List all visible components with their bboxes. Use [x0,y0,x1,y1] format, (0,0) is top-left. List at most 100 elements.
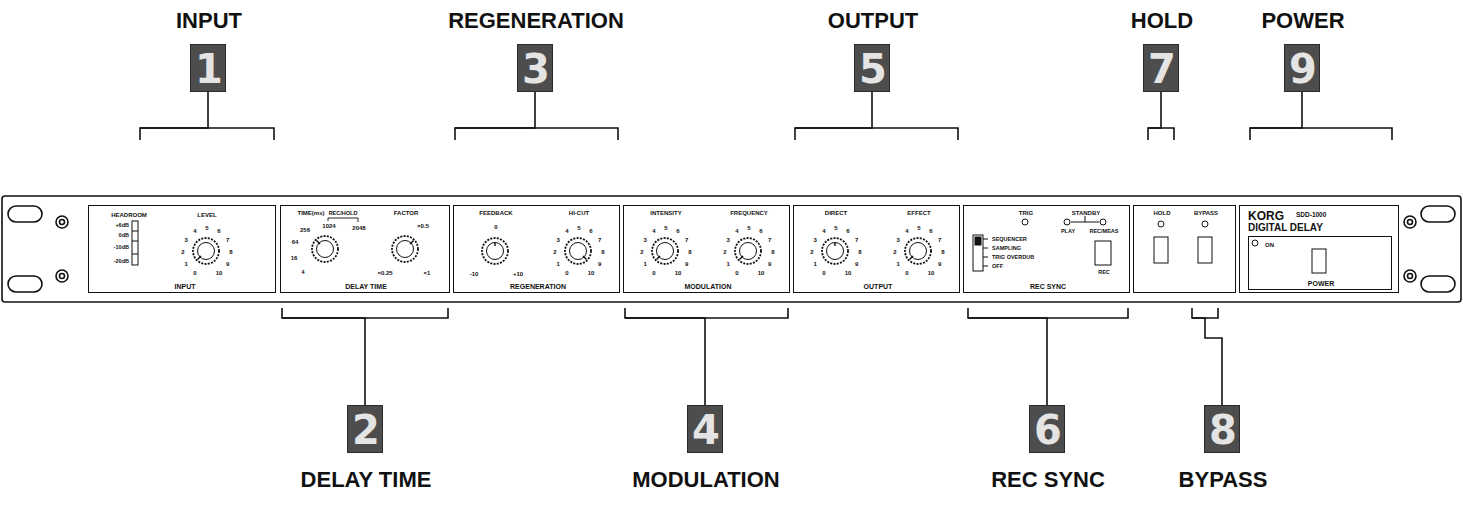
dial-number: 8 [858,249,861,255]
dial-number: 10 [675,270,682,276]
callout-bracket [140,128,1392,318]
section-caption: POWER [1308,280,1334,287]
model-name: SDD-1000 [1296,212,1326,219]
dial-number: 4 [905,228,908,234]
dial-number: 5 [664,225,667,231]
dial-number: 1 [814,261,817,267]
dial-number: 256 [300,227,310,233]
panel-section: TIME(ms)REC/HOLDFACTOR2561024204864164×0… [280,205,450,293]
dial-number: 5 [747,225,750,231]
dial-number: 2 [893,249,896,255]
control-label: DIRECT [825,210,847,216]
dial-number: 7 [598,237,601,243]
dial-number: 4 [652,228,655,234]
control-label: REC/MEAS [1089,229,1118,235]
dial-number: +10 [513,271,523,277]
leader-bracket [1148,92,1161,140]
callout-heading: HOLD [1131,10,1193,32]
dial-number: 7 [685,237,688,243]
dial-number: 0 [822,270,825,276]
dial-number: 4 [301,269,304,275]
panel-section: INTENSITYFREQUENCY0123456789100123456789… [623,205,790,293]
control-label: PLAY [1061,229,1075,235]
leader-bracket [795,92,872,140]
control-label: HOLD [1154,210,1171,216]
switch-position: SEQUENCER [992,237,1027,243]
dial-number: 3 [727,237,730,243]
dial-number: 6 [217,228,220,234]
dial-number: 7 [226,237,229,243]
dial-number: 3 [897,237,900,243]
panel-section: FEEDBACKHI-CUT0-10+10012345678910REGENER… [453,205,620,293]
dial-number: ×1 [424,270,431,276]
panel-section: TRIGSTANDBYPLAYREC/MEASSEQUENCERSAMPLING… [963,205,1130,293]
dial-number: 0 [193,270,196,276]
callout-number: 2 [352,410,380,450]
dial-number: 3 [185,237,188,243]
leader-bracket [625,308,705,405]
control-label: INTENSITY [650,210,681,216]
rack-screw [56,216,1416,282]
dial-number: 7 [855,237,858,243]
dial-number: 5 [205,225,208,231]
dial-number: 1 [897,261,900,267]
product-name: DIGITAL DELAY [1248,223,1323,233]
callout-box: INPUT1 [190,44,226,92]
dial-number: 6 [676,228,679,234]
callout-heading: POWER [1261,10,1344,32]
hold-bypass-switches [1154,221,1212,263]
dial-number: 0 [735,270,738,276]
dial-number: 2 [723,249,726,255]
dial-number: -10 [470,271,479,277]
callout-heading: BYPASS [1179,469,1268,491]
dial-number: 9 [226,261,229,267]
rack-panel [2,196,1461,302]
leader-bracket [282,308,365,405]
section-caption: MODULATION [685,283,732,290]
callout-heading: INPUT [176,10,242,32]
section-caption: DELAY TIME [345,283,387,290]
dial-number: 16 [291,255,298,261]
meter-scale: +6dB [115,223,129,229]
control-label: REC [1098,270,1110,276]
dial-number: 10 [758,270,765,276]
dial-number: 3 [557,237,560,243]
callout-heading: MODULATION [632,469,779,491]
dial-number: 2 [553,249,556,255]
dial-number: ×0.5 [417,223,429,229]
dial-number: 1 [557,261,560,267]
dial-number: ×0.25 [377,270,392,276]
callout-box: POWER9 [1284,44,1320,92]
dial-number: 10 [845,270,852,276]
callout-number: 3 [522,49,550,89]
meter-scale: -20dB [114,259,129,265]
leader-bracket [140,92,208,140]
dial-number: 1 [644,261,647,267]
brand-logo: KORG [1248,210,1284,222]
dial-number: 2048 [352,225,365,231]
panel-section: KORGSDD-1000DIGITAL DELAYONPOWER [1239,205,1399,293]
dial-number: 9 [598,261,601,267]
section-caption: INPUT [175,283,196,290]
dial-number: 7 [768,237,771,243]
dial-number: 3 [814,237,817,243]
dial-number: 1024 [322,223,335,229]
callout-number: 9 [1289,49,1317,89]
dial-number: 4 [193,228,196,234]
panel-section: DIRECTEFFECT012345678910012345678910OUTP… [793,205,960,293]
dial-number: 10 [588,270,595,276]
callout-number: 5 [859,49,887,89]
callout-box: HOLD7 [1143,44,1179,92]
dial-number: 64 [292,239,299,245]
rack-hole [1421,206,1455,222]
knob [193,236,931,264]
leader-bracket [968,308,1047,405]
dial-number: 5 [917,225,920,231]
meter-scale: -10dB [114,245,129,251]
dial-number: 8 [771,249,774,255]
dial-number: 1 [727,261,730,267]
control-label: FREQUENCY [730,210,768,216]
callout-number: 8 [1209,410,1237,450]
dial-number: 0 [652,270,655,276]
